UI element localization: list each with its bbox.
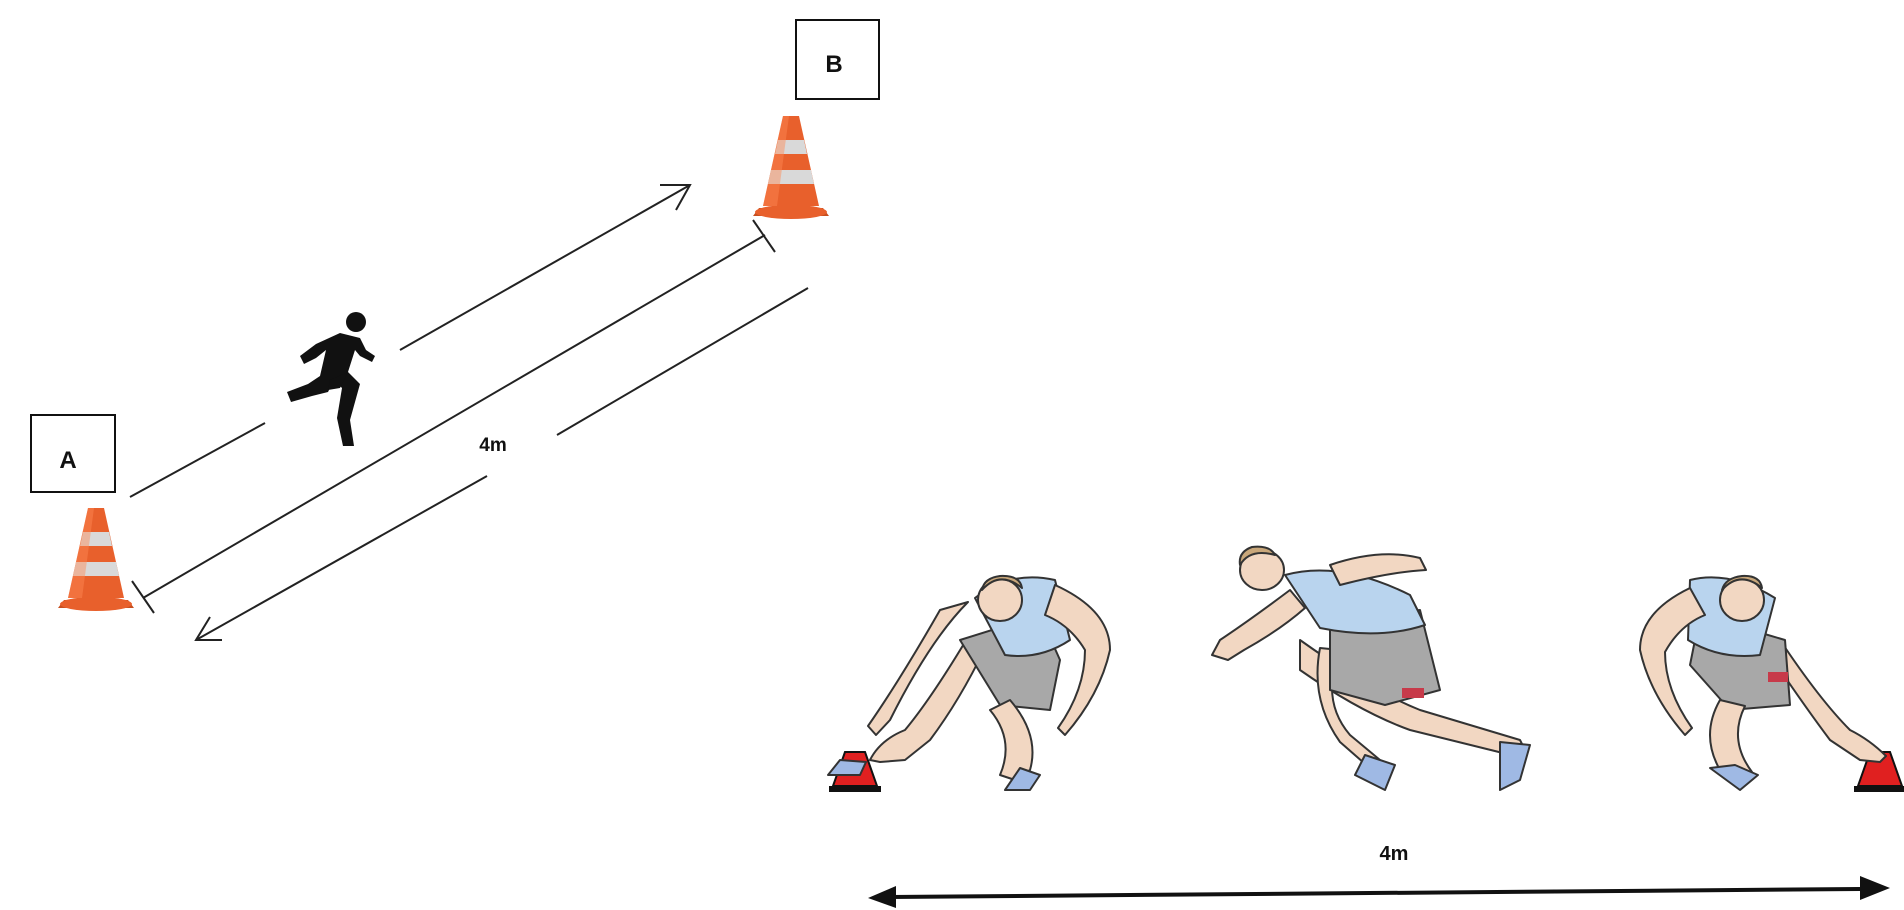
traffic-cone-b-icon [753,116,829,219]
forward-run-arrow [130,185,690,497]
return-run-arrow [196,288,808,640]
running-person-icon [287,312,375,446]
distance-measure-line [132,220,775,613]
bottom-distance-label: 4m [1380,843,1409,865]
athlete-figure-right-crouch [1640,576,1886,790]
cone-b-label: B [825,51,842,78]
bottom-distance-arrow [868,876,1890,908]
traffic-cone-a-icon [58,508,134,611]
athlete-figure-center-sprint [1212,547,1530,790]
cone-a-label-box: A [31,415,115,492]
cone-a-label: A [59,447,76,474]
top-distance-label: 4m [479,435,506,456]
athlete-figure-left-crouch [828,576,1110,790]
cone-b-label-box: B [796,20,879,99]
